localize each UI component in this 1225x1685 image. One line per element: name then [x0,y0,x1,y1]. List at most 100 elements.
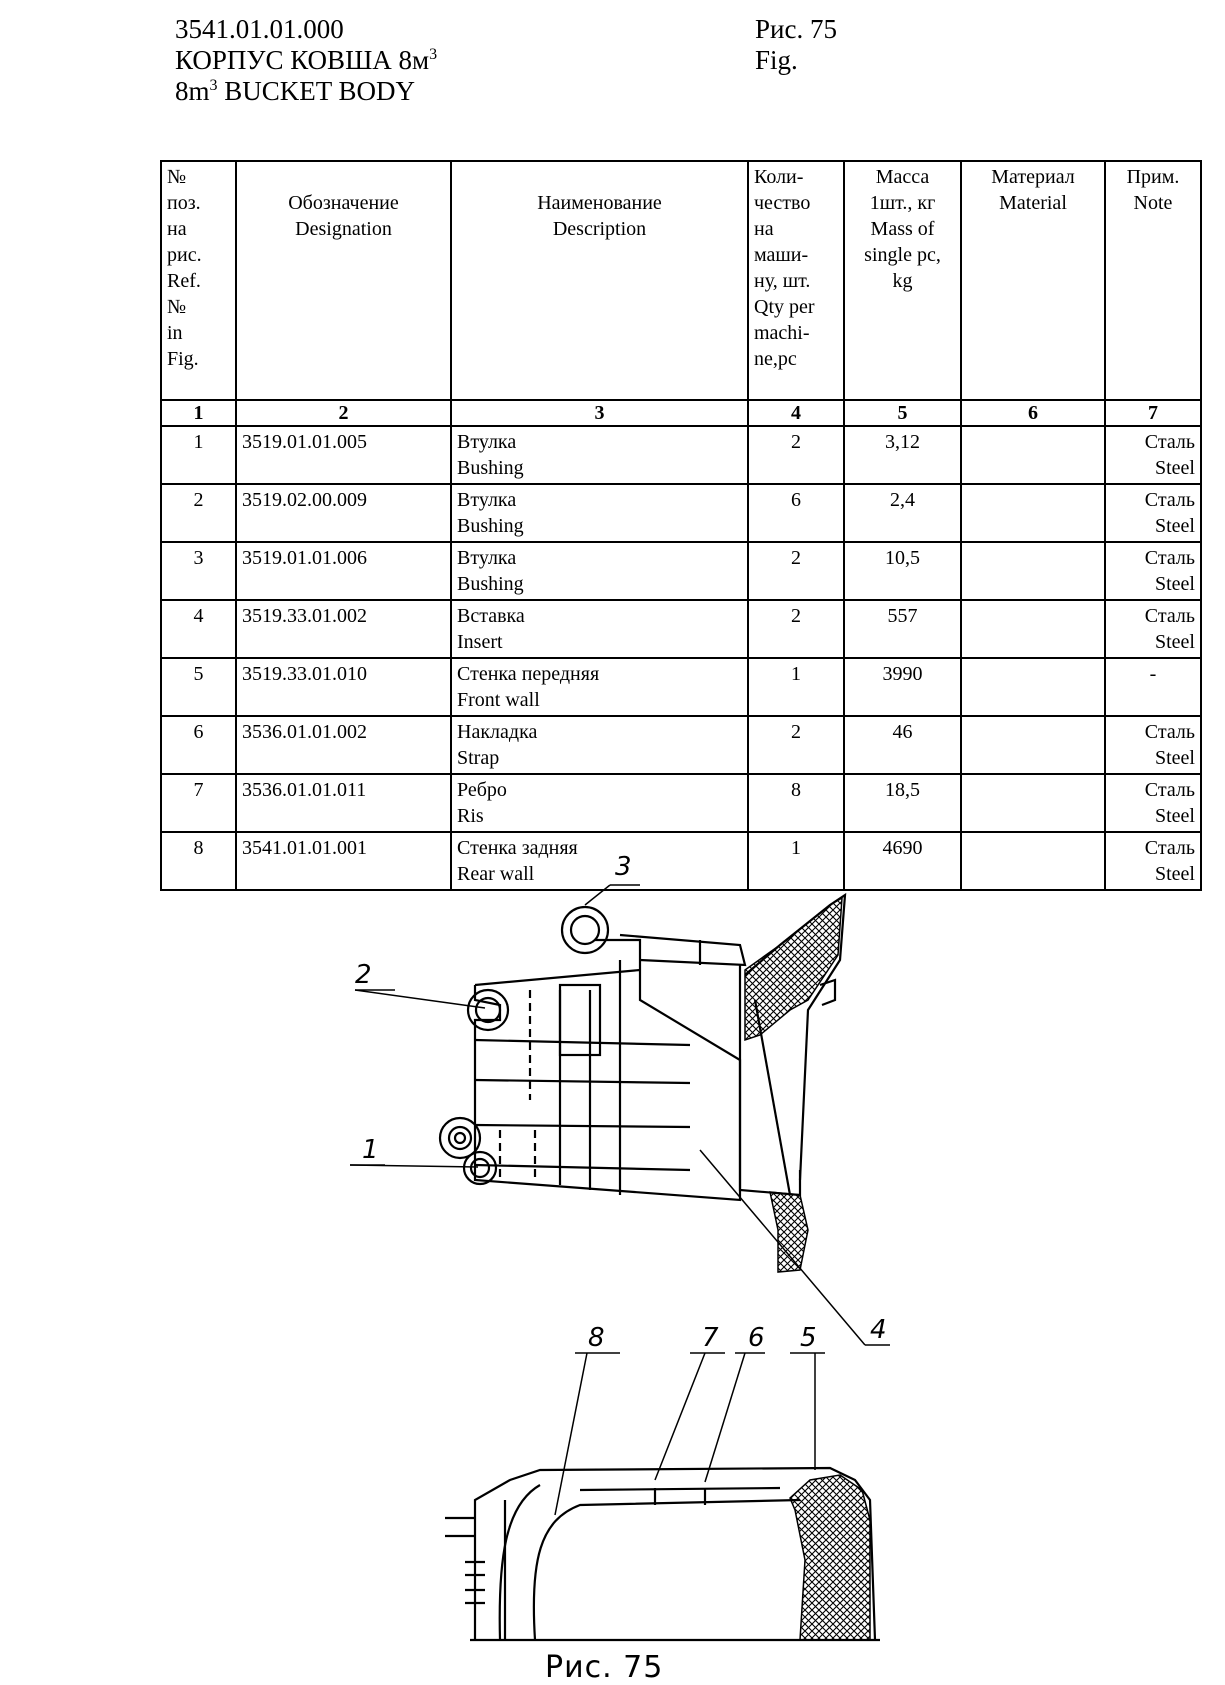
cell-designation: 3519.33.01.010 [235,657,452,717]
cell-ref: 4 [160,599,237,659]
header-quantity: Коли- чество на маши- ну, шт. Qty per ma… [747,160,845,401]
leader-lines-top [349,884,890,1346]
cell-designation: 3541.01.01.001 [235,831,452,891]
side-view-hatching [744,896,843,1273]
description-ru: Вставка [457,605,525,627]
column-number: 3 [450,399,749,427]
cell-designation: 3519.01.01.005 [235,425,452,485]
cell-note: - [1104,657,1202,717]
cell-ref: 6 [160,715,237,775]
table-header-row: № поз. на рис. Ref. № in Fig. Обозначени… [160,160,1202,401]
parts-table: № поз. на рис. Ref. № in Fig. Обозначени… [160,160,1202,891]
header-ref-no: № поз. на рис. Ref. № in Fig. [160,160,237,401]
note-ru: Сталь [1144,605,1195,627]
cell-qty: 2 [747,599,845,659]
note-ru: - [1149,663,1157,685]
callout-6: 6 [748,1323,765,1353]
note-ru: Сталь [1144,721,1195,743]
cell-qty: 2 [747,715,845,775]
note-ru: Сталь [1144,431,1195,453]
callout-2: 2 [355,960,372,990]
description-ru: Втулка [457,431,517,453]
description-en: Front wall [457,689,540,711]
cell-ref: 5 [160,657,237,717]
cell-mass: 18,5 [843,773,962,833]
header-mass: Масса 1шт., кг Mass of single pc, kg [843,160,962,401]
cell-designation: 3536.01.01.002 [235,715,452,775]
note-en: Steel [1155,631,1195,653]
note-en: Steel [1155,863,1195,885]
cell-material [960,541,1106,601]
header-material: Материал Material [960,160,1106,401]
header-description: Наименование Description [450,160,749,401]
description-ru: Стенка передняя [457,663,600,685]
cell-material [960,715,1106,775]
cell-ref: 2 [160,483,237,543]
cell-qty: 1 [747,831,845,891]
callout-7: 7 [702,1323,719,1353]
document-header: 3541.01.01.000 КОРПУС КОВША 8м3 8m3 BUCK… [175,14,437,107]
cell-material [960,599,1106,659]
description-ru: Ребро [457,779,507,801]
cell-qty: 8 [747,773,845,833]
description-en: Strap [457,747,500,769]
description-ru: Втулка [457,547,517,569]
callout-1: 1 [362,1135,379,1165]
note-ru: Сталь [1144,779,1195,801]
note-en: Steel [1155,515,1195,537]
figure-reference: Рис. 75 Fig. [755,14,837,76]
description-en: Bushing [457,457,524,479]
cell-qty: 2 [747,425,845,485]
cell-material [960,425,1106,485]
note-ru: Сталь [1144,547,1195,569]
cell-designation: 3519.02.00.009 [235,483,452,543]
figure-label-english: Fig. [755,45,798,75]
description-ru: Втулка [457,489,517,511]
cell-ref: 7 [160,773,237,833]
cell-material [960,831,1106,891]
cell-designation: 3519.33.01.002 [235,599,452,659]
cell-mass: 557 [843,599,962,659]
cell-qty: 2 [747,541,845,601]
description-en: Insert [457,631,503,653]
column-number: 2 [235,399,452,427]
note-en: Steel [1155,573,1195,595]
top-view-hatching [789,1474,871,1641]
header-note: Прим. Note [1104,160,1202,401]
callout-4: 4 [870,1315,887,1345]
column-number: 7 [1104,399,1202,427]
cell-mass: 46 [843,715,962,775]
column-number-row: 1 2 3 4 5 6 7 [160,399,1202,427]
note-ru: Сталь [1144,837,1195,859]
cell-mass: 4690 [843,831,962,891]
cell-material [960,773,1106,833]
cell-material [960,657,1106,717]
description-ru: Стенка задняя [457,837,578,859]
cell-ref: 8 [160,831,237,891]
side-view [438,892,847,1202]
description-en: Bushing [457,515,524,537]
description-ru: Накладка [457,721,538,743]
cell-mass: 3,12 [843,425,962,485]
callout-3: 3 [615,852,632,882]
leader-lines-bottom [554,1352,825,1516]
